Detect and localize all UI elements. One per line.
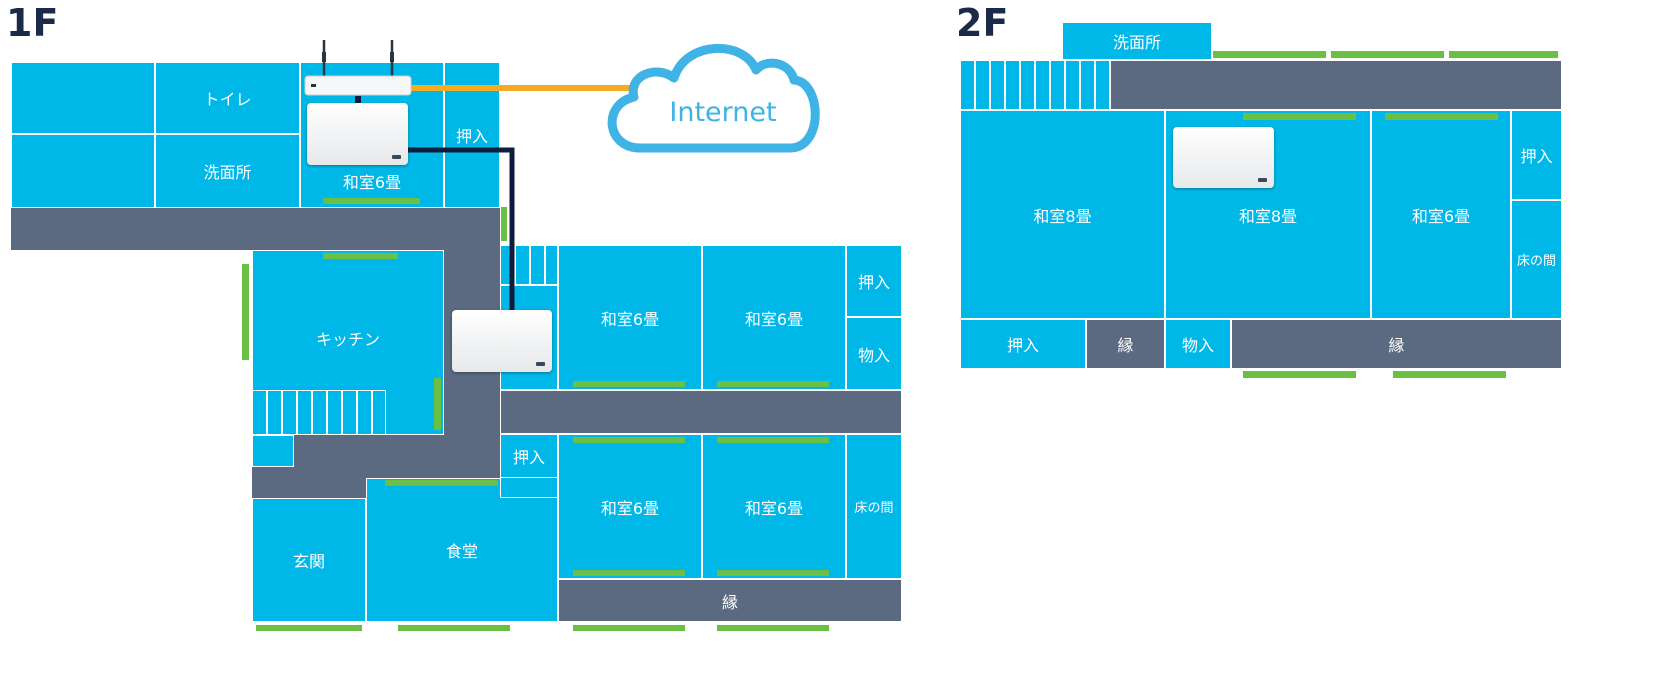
room-washitsu-d: 和室6畳: [702, 434, 846, 579]
hallway-1f-top: [11, 208, 500, 250]
room-washitsu-8a: 和室8畳: [960, 110, 1165, 319]
room-senmenjo-1f: 洗面所: [155, 134, 300, 208]
room-1f-filler: [500, 478, 558, 498]
window: [573, 381, 685, 387]
window: [242, 264, 249, 360]
floor-label-2f: 2F: [956, 1, 1009, 45]
room-1f-unlabeled-top: [11, 62, 155, 134]
cloud-icon: [607, 44, 820, 153]
window: [323, 198, 420, 204]
router-icon: [304, 40, 412, 96]
room-senmenjo-2f: 洗面所: [1062, 22, 1212, 60]
access-point-icon: [307, 103, 408, 165]
stairs-2f: [960, 60, 1110, 110]
room-washitsu-c: 和室6畳: [558, 434, 702, 579]
engawa-label-2f: 縁: [1388, 336, 1405, 355]
hallway-engawa-1f: [558, 579, 902, 622]
window: [434, 378, 441, 430]
room-washitsu-b: 和室6畳: [702, 245, 846, 390]
room-toilet: トイレ: [155, 62, 300, 134]
room-washitsu-6-2f: 和室6畳: [1371, 110, 1511, 319]
access-point-icon: [1173, 127, 1274, 188]
window: [1213, 51, 1326, 58]
lan-cable-router-to-ap2: [408, 147, 515, 312]
hallway-en-small: [1086, 319, 1165, 369]
window: [573, 625, 685, 631]
window: [323, 253, 398, 259]
cloud-label: Internet: [669, 97, 776, 128]
room-oshiire-right-2f: 押入: [1511, 110, 1562, 200]
room-shokudo: 食堂: [366, 478, 558, 622]
room-monoire-2f: 物入: [1165, 319, 1231, 369]
window: [573, 570, 685, 576]
window: [398, 625, 510, 631]
access-point-icon: [452, 310, 552, 372]
window: [385, 480, 498, 486]
stairs-1f-kitchen: [252, 390, 386, 435]
window: [717, 570, 829, 576]
room-monoire-1f: 物入: [846, 317, 902, 390]
window: [1243, 371, 1356, 378]
room-washitsu-a: 和室6畳: [558, 245, 702, 390]
room-oshiire-mid: 押入: [500, 434, 558, 478]
hallway-engawa-2f: [1231, 319, 1562, 369]
room-oshiire-bottom-2f: 押入: [960, 319, 1086, 369]
window: [717, 437, 829, 443]
hallway-1f-entrance: [252, 466, 366, 498]
engawa-label-1f: 縁: [721, 592, 738, 612]
window: [501, 207, 507, 241]
window: [1243, 113, 1356, 120]
window: [1449, 51, 1558, 58]
room-tokonoma-1f: 床の間: [846, 434, 902, 579]
window: [256, 625, 362, 631]
floor-label-1f: 1F: [6, 1, 59, 45]
hallway-1f-middle: [500, 390, 902, 434]
window: [1385, 113, 1498, 120]
window: [717, 625, 829, 631]
room-1f-small: [252, 435, 294, 467]
room-genkan: 玄関: [252, 498, 366, 622]
window: [1331, 51, 1444, 58]
window: [1393, 371, 1506, 378]
hallway-2f-top: [1110, 60, 1562, 110]
window: [717, 381, 829, 387]
en-small-label: 縁: [1117, 336, 1134, 355]
window: [573, 437, 685, 443]
room-oshiire-right-1f: 押入: [846, 245, 902, 317]
room-tokonoma-2f: 床の間: [1511, 200, 1562, 319]
room-1f-unlabeled-bottom: [11, 134, 155, 208]
